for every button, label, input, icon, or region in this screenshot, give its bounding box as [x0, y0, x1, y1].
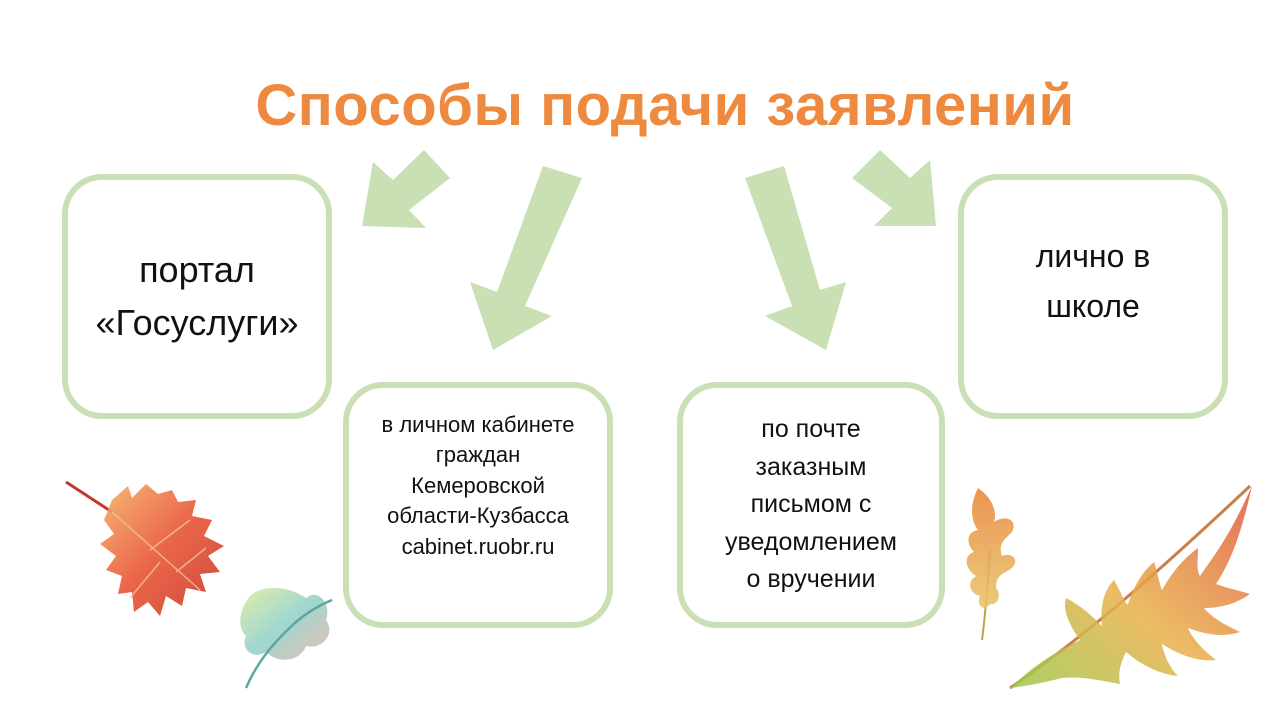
red-maple-leaf-icon: [65, 480, 224, 616]
method-box-post: по почте заказным письмом с уведомлением…: [677, 382, 945, 628]
feather-leaf-icon: [1009, 484, 1252, 690]
method-text-school: лично в школе: [1035, 237, 1151, 324]
method-text-post: по почте заказным письмом с уведомлением…: [725, 415, 897, 594]
arrow-to-cabinet-icon: [470, 166, 582, 350]
arrow-to-post-icon: [745, 166, 846, 350]
oak-leaf-icon: [966, 488, 1016, 641]
method-box-school: лично в школе: [958, 174, 1228, 419]
method-box-cabinet: в личном кабинете граждан Кемеровской об…: [343, 382, 613, 628]
method-text-cabinet: в личном кабинете граждан Кемеровской об…: [381, 412, 575, 559]
teal-leaf-icon: [240, 587, 333, 689]
arrow-to-gosuslugi-icon: [362, 150, 450, 228]
method-text-gosuslugi: портал «Госуслуги»: [95, 249, 299, 343]
slide-title: Способы подачи заявлений: [255, 73, 1075, 138]
method-box-gosuslugi: портал «Госуслуги»: [62, 174, 332, 419]
arrow-to-school-icon: [852, 150, 936, 226]
